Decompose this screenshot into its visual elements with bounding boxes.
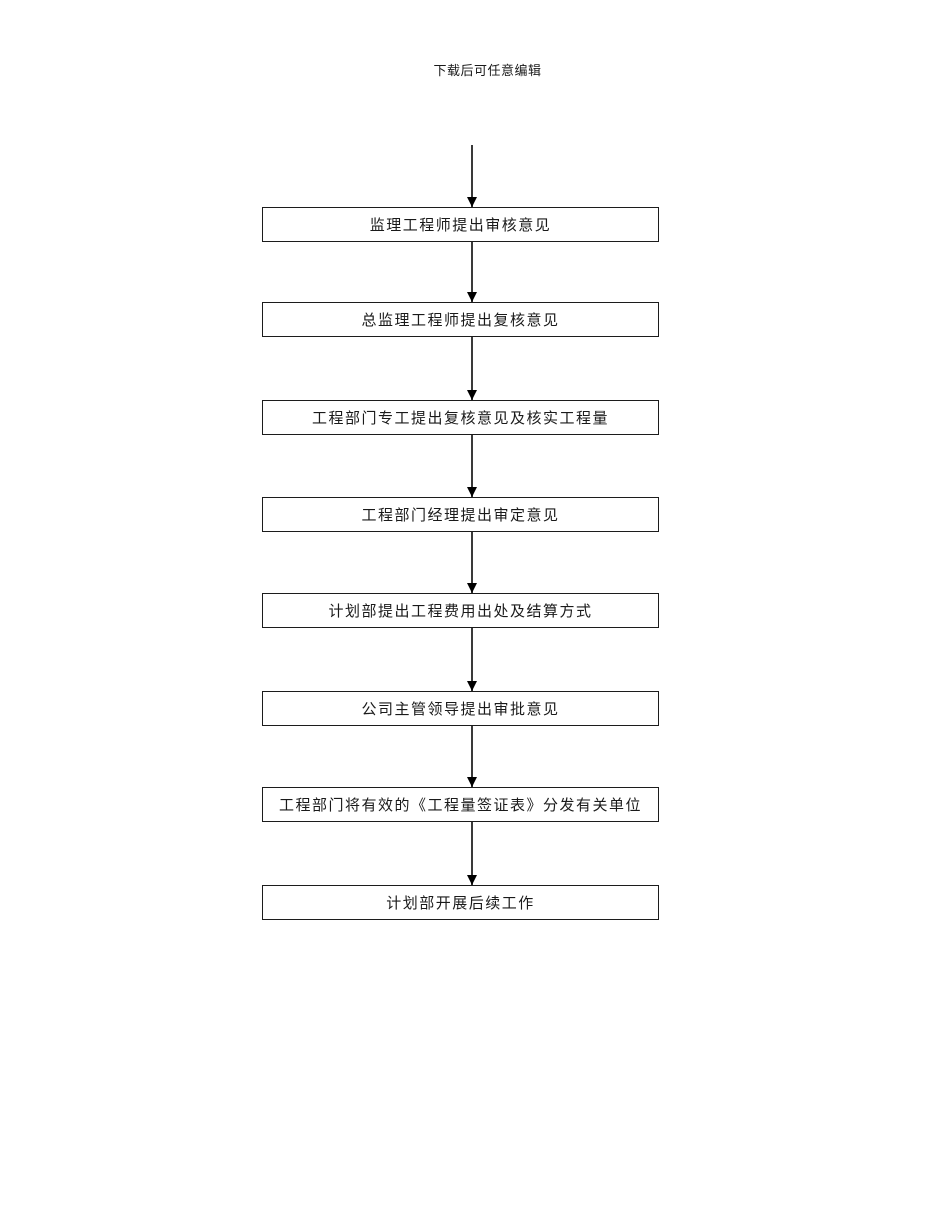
flow-node-label: 总监理工程师提出复核意见: [361, 311, 560, 329]
flow-arrow-6: [471, 726, 473, 787]
flow-arrow-start: [471, 145, 473, 207]
flow-node-label: 计划部提出工程费用出处及结算方式: [328, 602, 593, 620]
flow-node-label: 工程部门经理提出审定意见: [361, 506, 560, 524]
flow-arrow-2: [471, 337, 473, 400]
flow-node-label: 工程部门专工提出复核意见及核实工程量: [311, 409, 609, 427]
flow-node-engineering-dept-manager: 工程部门经理提出审定意见: [262, 497, 659, 532]
flow-arrow-4: [471, 532, 473, 593]
flow-node-label: 公司主管领导提出审批意见: [361, 700, 560, 718]
flow-arrow-7: [471, 822, 473, 885]
flow-node-supervising-engineer: 监理工程师提出审核意见: [262, 207, 659, 242]
flow-arrow-5: [471, 628, 473, 691]
flow-node-company-leadership: 公司主管领导提出审批意见: [262, 691, 659, 726]
flow-node-label: 监理工程师提出审核意见: [369, 216, 552, 234]
flow-node-chief-supervising-engineer: 总监理工程师提出复核意见: [262, 302, 659, 337]
flow-node-distribute-signed-sheet: 工程部门将有效的《工程量签证表》分发有关单位: [262, 787, 659, 822]
flow-node-label: 计划部开展后续工作: [386, 894, 535, 912]
watermark-text: 下载后可任意编辑: [433, 64, 542, 79]
flow-arrow-3: [471, 435, 473, 497]
flow-node-planning-dept-followup: 计划部开展后续工作: [262, 885, 659, 920]
flow-arrow-1: [471, 242, 473, 302]
flow-node-label: 工程部门将有效的《工程量签证表》分发有关单位: [278, 796, 642, 814]
flow-node-engineering-dept-specialist: 工程部门专工提出复核意见及核实工程量: [262, 400, 659, 435]
flow-node-planning-dept-cost: 计划部提出工程费用出处及结算方式: [262, 593, 659, 628]
